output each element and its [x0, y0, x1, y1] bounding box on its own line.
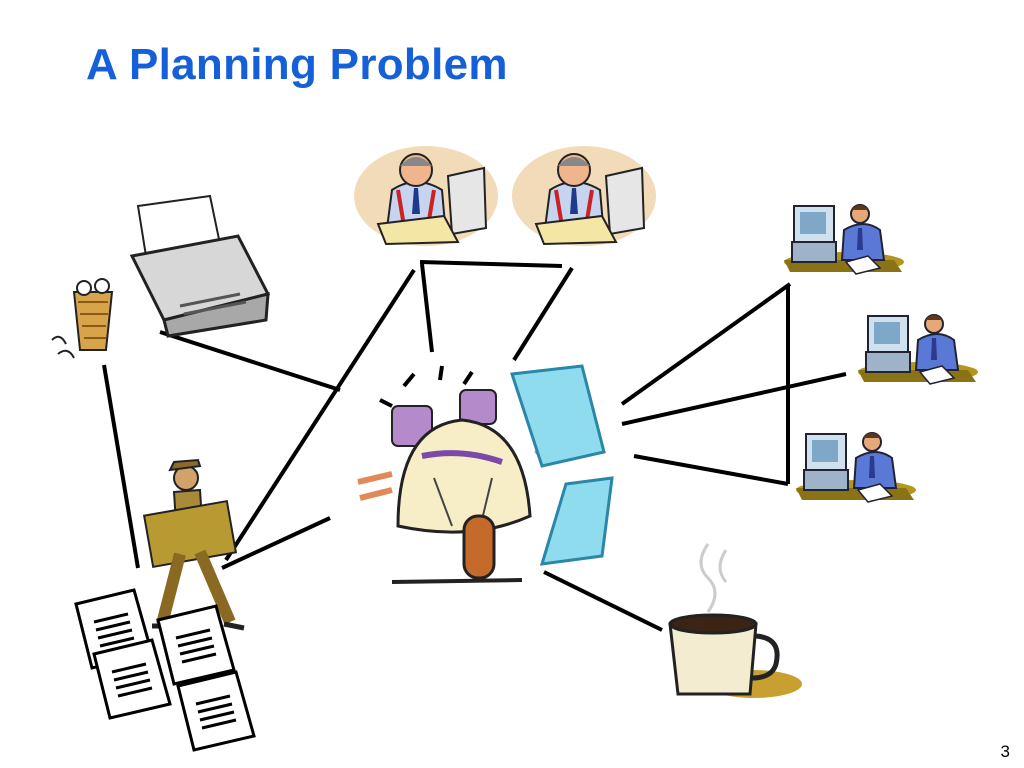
coffee-cup-icon	[668, 543, 802, 698]
wastebasket-icon	[51, 278, 114, 359]
worker-desk-top-icon	[783, 204, 905, 275]
worker-desk-bottom-icon	[795, 432, 917, 503]
connector-lines	[102, 260, 847, 632]
worker-desk-middle-icon	[857, 314, 979, 385]
delivery-man-icon	[142, 458, 245, 631]
printer-icon	[129, 194, 271, 338]
slide-title: A Planning Problem	[86, 40, 508, 89]
executive-right-icon	[510, 144, 658, 248]
panic-alarm-clock-icon	[357, 364, 614, 584]
executive-left-icon	[352, 144, 500, 248]
page-number: 3	[1000, 742, 1010, 761]
